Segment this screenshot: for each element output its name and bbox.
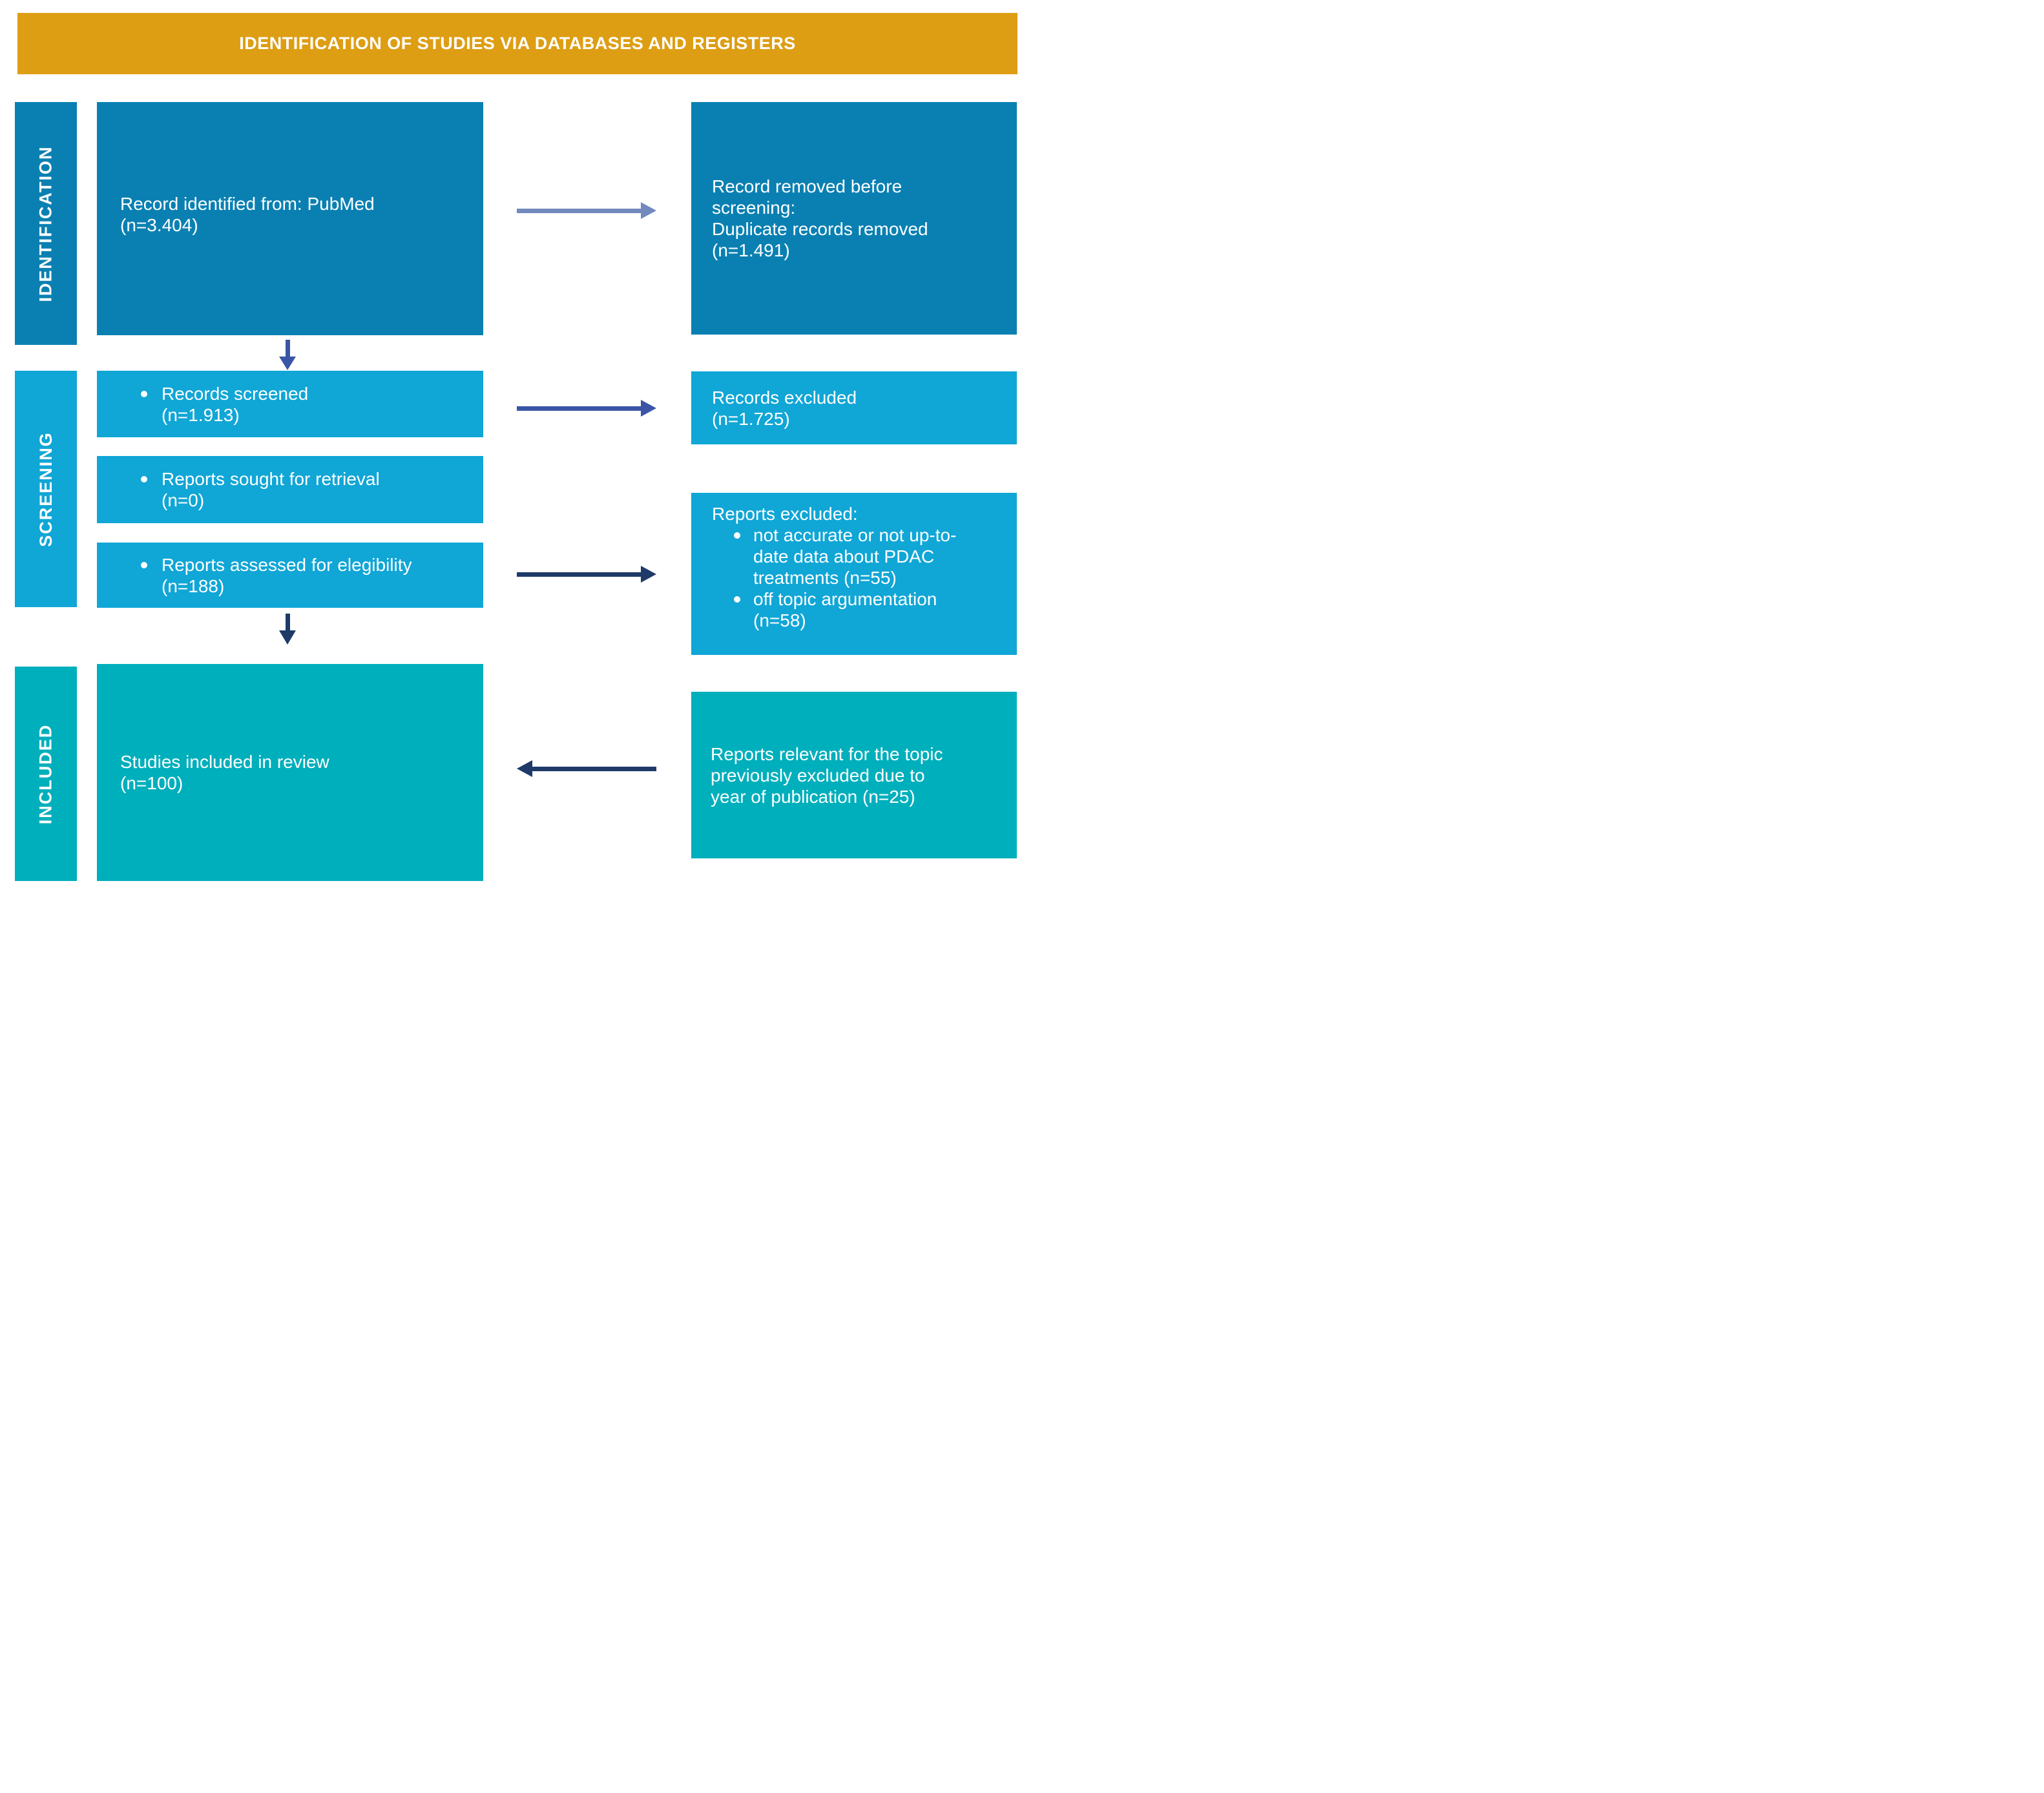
reports-assessed-box: Reports assessed for elegibility (n=188) <box>97 543 483 608</box>
arrow-relevant-to-included <box>517 760 656 777</box>
arrow-right-icon <box>641 566 656 583</box>
banner: IDENTIFICATION OF STUDIES VIA DATABASES … <box>17 13 1017 74</box>
arrow-right-icon <box>641 202 656 219</box>
reports-sought-text: Reports sought for retrieval (n=0) <box>162 469 380 510</box>
studies-included-box: Studies included in review (n=100) <box>97 664 483 881</box>
records-identified-text: Record identified from: PubMed (n=3.404) <box>120 193 375 235</box>
reports-relevant-text: Reports relevant for the topic previousl… <box>711 743 943 807</box>
reports-sought-box: Reports sought for retrieval (n=0) <box>97 456 483 523</box>
bullet-icon <box>141 390 147 397</box>
banner-title: IDENTIFICATION OF STUDIES VIA DATABASES … <box>239 34 796 53</box>
records-screened-text: Records screened (n=1.913) <box>162 383 309 425</box>
studies-included-text: Studies included in review (n=100) <box>120 752 329 793</box>
reports-excluded-item: not accurate or not up-to- date data abo… <box>734 524 1008 588</box>
reports-excluded-heading: Reports excluded: <box>712 504 858 524</box>
arrow-stem <box>285 614 290 630</box>
arrow-screened-to-excluded <box>517 400 656 417</box>
reports-excluded-box: Reports excluded: not accurate or not up… <box>691 493 1017 655</box>
prisma-flow-diagram: IDENTIFICATION OF STUDIES VIA DATABASES … <box>0 0 1022 896</box>
records-removed-box: Record removed before screening: Duplica… <box>691 102 1017 335</box>
arrow-assessed-to-included <box>279 614 296 645</box>
arrow-left-icon <box>517 760 532 777</box>
records-excluded-box: Records excluded (n=1.725) <box>691 371 1017 444</box>
stage-label-identification-text: IDENTIFICATION <box>36 145 56 302</box>
arrow-stem <box>517 572 641 577</box>
stage-label-included-text: INCLUDED <box>36 723 56 824</box>
bullet-icon <box>141 561 147 568</box>
arrow-identified-to-removed <box>517 202 656 219</box>
stage-label-identification: IDENTIFICATION <box>15 102 77 345</box>
reports-excluded-item-text: off topic argumentation (n=58) <box>753 589 937 630</box>
bullet-icon <box>734 532 740 539</box>
reports-relevant-box: Reports relevant for the topic previousl… <box>691 692 1017 858</box>
reports-assessed-text: Reports assessed for elegibility (n=188) <box>162 554 412 596</box>
reports-excluded-item-text: not accurate or not up-to- date data abo… <box>753 525 957 588</box>
arrow-stem <box>532 766 656 771</box>
reports-sought-item: Reports sought for retrieval (n=0) <box>141 468 380 511</box>
arrow-assessed-to-reports-excluded <box>517 566 656 583</box>
reports-assessed-item: Reports assessed for elegibility (n=188) <box>141 554 412 597</box>
records-excluded-text: Records excluded (n=1.725) <box>712 387 857 429</box>
arrow-down-icon <box>279 357 296 370</box>
reports-excluded-item: off topic argumentation (n=58) <box>734 588 1008 631</box>
stage-label-screening-text: SCREENING <box>36 431 56 547</box>
stage-label-included: INCLUDED <box>15 667 77 881</box>
bullet-icon <box>734 596 740 603</box>
arrow-down-icon <box>279 630 296 645</box>
arrow-right-icon <box>641 400 656 417</box>
stage-label-screening: SCREENING <box>15 371 77 607</box>
records-identified-box: Record identified from: PubMed (n=3.404) <box>97 102 483 335</box>
arrow-stem <box>517 208 641 213</box>
records-screened-item: Records screened (n=1.913) <box>141 383 308 426</box>
bullet-icon <box>141 476 147 482</box>
records-removed-text: Record removed before screening: Duplica… <box>712 176 928 260</box>
arrow-stem <box>517 406 641 411</box>
records-screened-box: Records screened (n=1.913) <box>97 371 483 437</box>
arrow-stem <box>285 340 290 357</box>
arrow-identified-to-screened <box>279 340 296 370</box>
